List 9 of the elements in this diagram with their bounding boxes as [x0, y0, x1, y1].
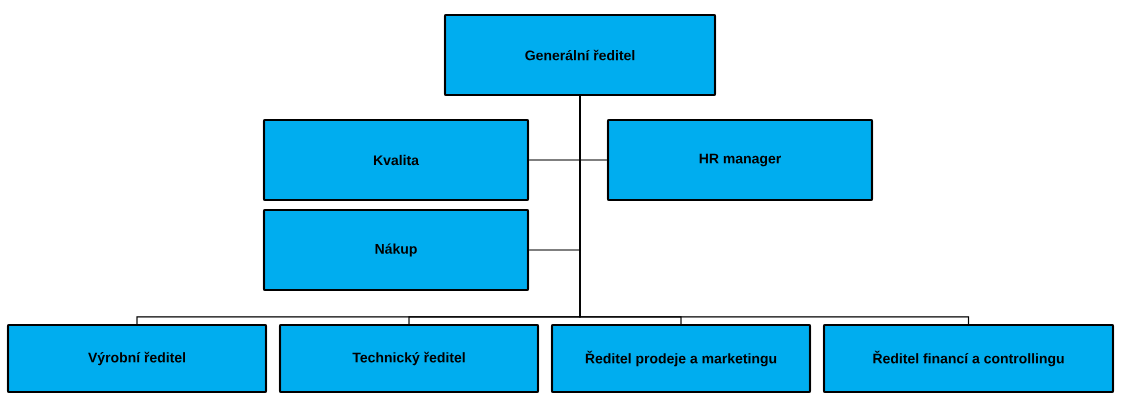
- org-box: Ředitel prodeje a marketingu: [550, 323, 812, 394]
- org-box: Nákup: [262, 208, 530, 292]
- connector-line: [579, 95, 970, 325]
- org-box: HR manager: [606, 118, 874, 202]
- org-box: Ředitel financí a controllingu: [822, 323, 1115, 394]
- org-box: Generální ředitel: [443, 13, 717, 97]
- org-box: Technický ředitel: [278, 323, 540, 394]
- org-box: Kvalita: [262, 118, 530, 202]
- org-box: Výrobní ředitel: [6, 323, 268, 394]
